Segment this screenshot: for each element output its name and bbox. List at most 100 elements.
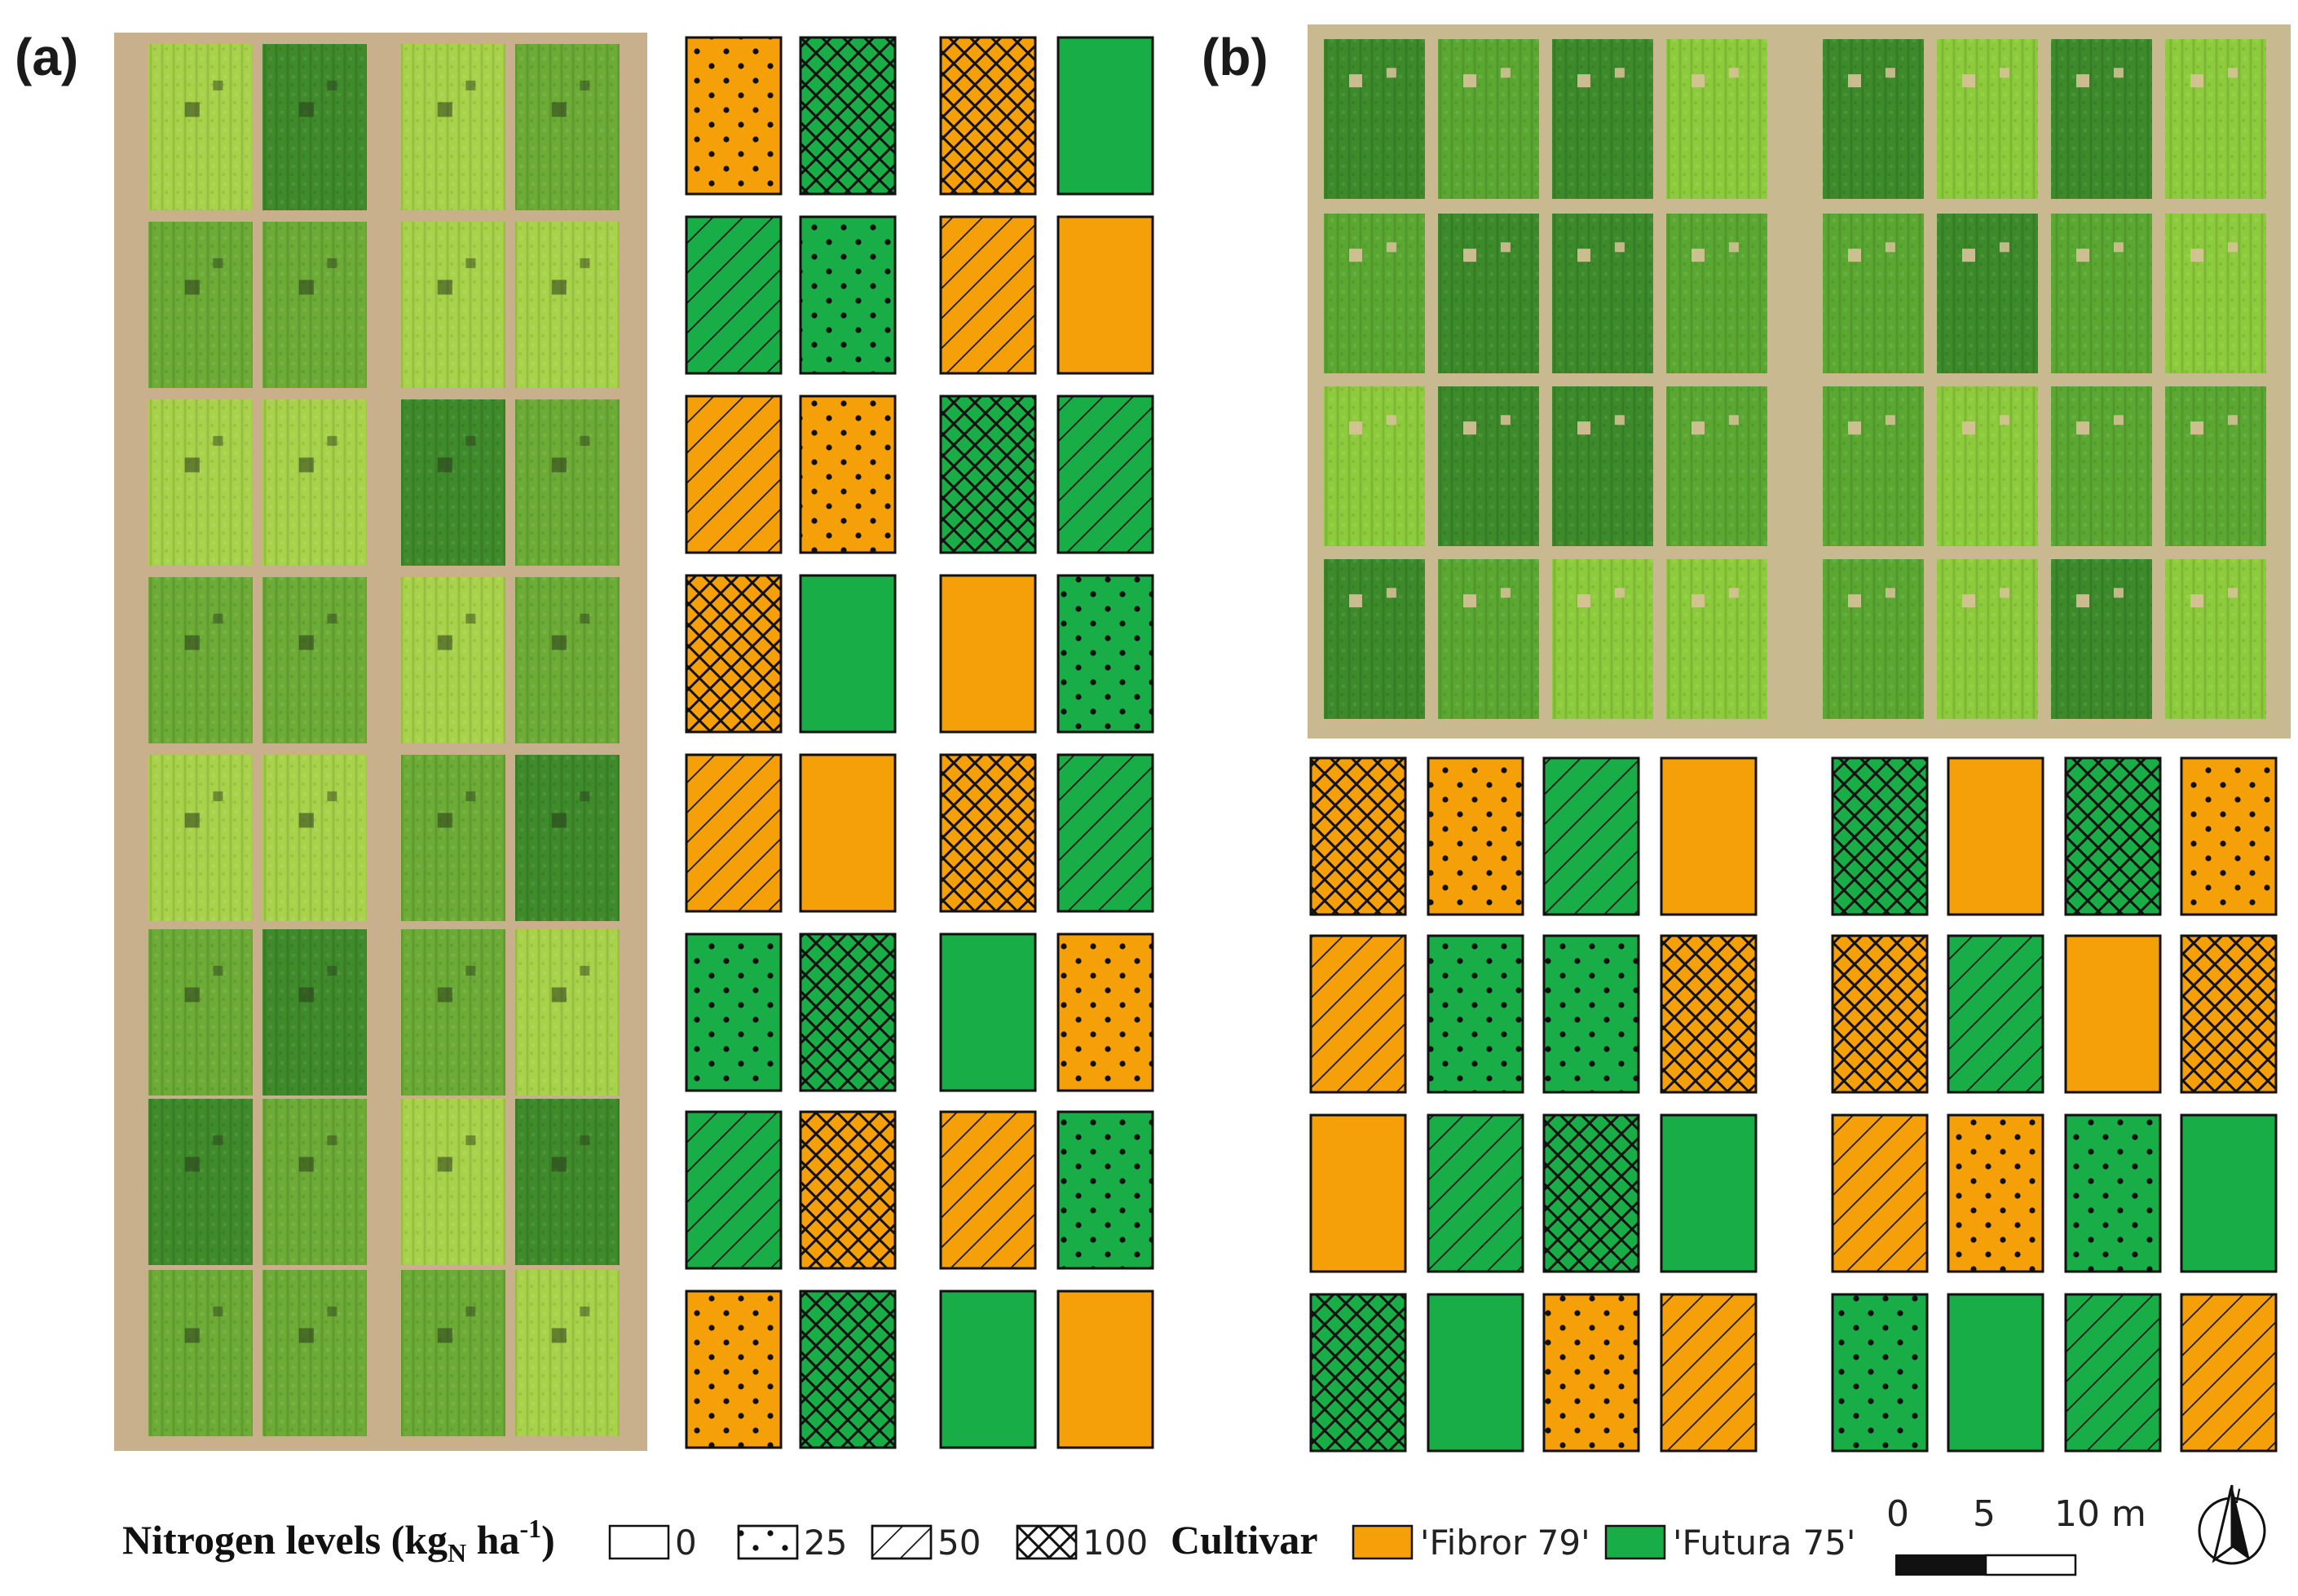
photo-a-plot (148, 222, 253, 388)
plot-b-r3-c5 (1831, 1113, 1929, 1273)
photo-b-plot (1937, 386, 2038, 546)
aerial-photo-a (114, 33, 647, 1451)
cultivar-legend-title: Cultivar (1171, 1517, 1318, 1563)
cultivar-legend-item-fibror: 'Fibror 79' (1352, 1523, 1590, 1563)
photo-b-plot (2051, 559, 2152, 719)
photo-b-plot (1666, 386, 1767, 546)
plot-a-r7-c1 (685, 1110, 783, 1270)
legend: Nitrogen levels (kgN ha-1) 0 25 50 100 C… (122, 1514, 1855, 1567)
photo-b-plot (2165, 214, 2266, 373)
photo-b-plot (1937, 214, 2038, 373)
photo-a-plot (148, 399, 253, 566)
plot-b-r1-c4 (1660, 756, 1758, 916)
plot-b-r1-c2 (1427, 756, 1524, 916)
plot-b-r1-c1 (1309, 756, 1407, 916)
plot-b-r2-c4 (1660, 934, 1758, 1094)
plot-b-r4-c7 (2064, 1293, 2162, 1453)
plot-a-r1-c4 (1056, 36, 1154, 196)
nitrogen-legend-item-25: 25 (737, 1523, 847, 1563)
photo-b-plot (2051, 214, 2152, 373)
plot-a-r6-c1 (685, 932, 783, 1092)
photo-b-plot (1324, 559, 1425, 719)
plot-b-r4-c4 (1660, 1293, 1758, 1453)
photo-a-plot (401, 222, 505, 388)
plot-b-r3-c4 (1660, 1113, 1758, 1273)
photo-a-plot (401, 577, 505, 743)
plot-a-r2-c1 (685, 215, 783, 375)
scale-bar: 0 5 10 m (1886, 1493, 2146, 1576)
photo-a-plot (148, 929, 253, 1096)
plot-a-r8-c4 (1056, 1290, 1154, 1449)
plot-a-r7-c3 (939, 1110, 1037, 1270)
svg-text:100: 100 (1083, 1523, 1148, 1563)
photo-a-plot (262, 1270, 367, 1436)
panel-label-b: (b) (1202, 28, 1268, 86)
photo-b-plot (1666, 559, 1767, 719)
plot-a-r2-c2 (799, 215, 897, 375)
photo-b-plot (1552, 386, 1653, 546)
plot-b-r2-c2 (1427, 934, 1524, 1094)
photo-a-plot (262, 1099, 367, 1265)
plot-a-r4-c1 (685, 574, 783, 734)
photo-b-plot (1552, 214, 1653, 373)
plot-a-r5-c4 (1056, 753, 1154, 913)
photo-b-plot (1324, 214, 1425, 373)
scale-tick-10: 10 m (2054, 1493, 2146, 1535)
svg-text:0: 0 (675, 1523, 697, 1563)
photo-b-plot (2051, 386, 2152, 546)
plot-a-r2-c3 (939, 215, 1037, 375)
photo-a-plot (148, 44, 253, 210)
plot-a-r4-c2 (799, 574, 897, 734)
photo-b-plot (1937, 39, 2038, 199)
plot-b-r2-c8 (2180, 934, 2278, 1094)
plot-b-r3-c1 (1309, 1113, 1407, 1273)
plot-layout-b (1309, 756, 2278, 1453)
plot-a-r2-c4 (1056, 215, 1154, 375)
north-arrow-icon: N (2198, 1484, 2266, 1565)
photo-a-plot (401, 929, 505, 1096)
plot-b-r2-c3 (1542, 934, 1640, 1094)
photo-a-plot (262, 929, 367, 1096)
plot-b-r2-c1 (1309, 934, 1407, 1094)
plot-a-r5-c1 (685, 753, 783, 913)
plot-b-r4-c1 (1309, 1293, 1407, 1453)
photo-a-plot (515, 1270, 620, 1436)
plot-a-r1-c3 (939, 36, 1037, 196)
plot-b-r4-c2 (1427, 1293, 1524, 1453)
svg-text:50: 50 (937, 1523, 981, 1563)
photo-b-plot (1666, 214, 1767, 373)
plot-b-r4-c6 (1947, 1293, 2044, 1453)
svg-text:N: N (2226, 1485, 2241, 1508)
plot-layout-a (685, 36, 1154, 1449)
photo-b-plot (1552, 559, 1653, 719)
plot-b-r3-c8 (2180, 1113, 2278, 1273)
photo-a-plot (148, 1270, 253, 1436)
photo-a-plot (401, 1270, 505, 1436)
plot-b-r2-c6 (1947, 934, 2044, 1094)
nitrogen-legend-item-100: 100 (1016, 1523, 1148, 1563)
photo-a-plot (515, 44, 620, 210)
photo-a-plot (262, 222, 367, 388)
plot-b-r3-c3 (1542, 1113, 1640, 1273)
cultivar-legend-item-futura: 'Futura 75' (1604, 1523, 1855, 1563)
photo-b-plot (1823, 39, 1924, 199)
plot-b-r1-c5 (1831, 756, 1929, 916)
nitrogen-legend-item-0: 0 (608, 1523, 697, 1563)
photo-a-plot (515, 399, 620, 566)
photo-b-plot (1552, 39, 1653, 199)
plot-a-r7-c2 (799, 1110, 897, 1270)
photo-a-plot (262, 44, 367, 210)
plot-a-r4-c3 (939, 574, 1037, 734)
photo-a-plot (401, 1099, 505, 1265)
photo-a-plot (515, 929, 620, 1096)
photo-b-plot (1823, 386, 1924, 546)
photo-b-plot (2165, 559, 2266, 719)
photo-b-plot (1823, 559, 1924, 719)
photo-a-plot (148, 755, 253, 921)
photo-a-plot (148, 577, 253, 743)
plot-b-r3-c7 (2064, 1113, 2162, 1273)
photo-b-plot (1324, 386, 1425, 546)
photo-a-plot (401, 399, 505, 566)
photo-b-plot (1324, 39, 1425, 199)
